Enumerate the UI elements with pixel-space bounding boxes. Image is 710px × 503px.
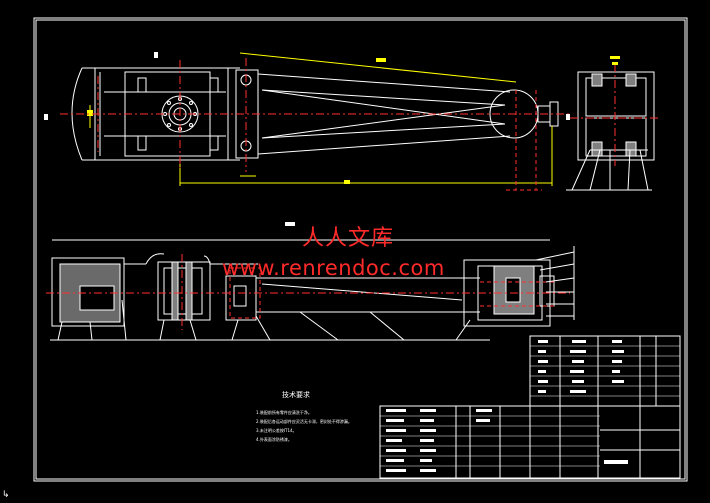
watermark-cn: 人人文库 <box>302 226 395 251</box>
note-line-3: 3.未注明公差按IT14。 <box>256 428 297 433</box>
view-markers <box>44 52 620 226</box>
ucs-axis-icon: ↳ <box>2 490 10 500</box>
side-view[interactable] <box>566 62 660 191</box>
title-block-rows <box>380 345 680 467</box>
note-line-2: 2.装配后各运动部件应灵活无卡滞，密封处不得渗漏。 <box>256 419 352 424</box>
front-view[interactable] <box>46 239 575 341</box>
technical-notes-title: 技术要求 <box>282 391 310 399</box>
watermark-url: www.renrendoc.com <box>222 256 445 280</box>
title-block-text <box>386 340 628 472</box>
note-line-4: 4.外表面涂防锈漆。 <box>256 437 292 442</box>
technical-notes: 1.装配前所有零件应清洗干净。 2.装配后各运动部件应灵活无卡滞，密封处不得渗漏… <box>256 408 366 444</box>
title-block[interactable] <box>379 335 681 479</box>
top-view[interactable] <box>60 52 570 191</box>
note-line-1: 1.装配前所有零件应清洗干净。 <box>256 410 312 415</box>
drawing-frame <box>33 17 688 482</box>
